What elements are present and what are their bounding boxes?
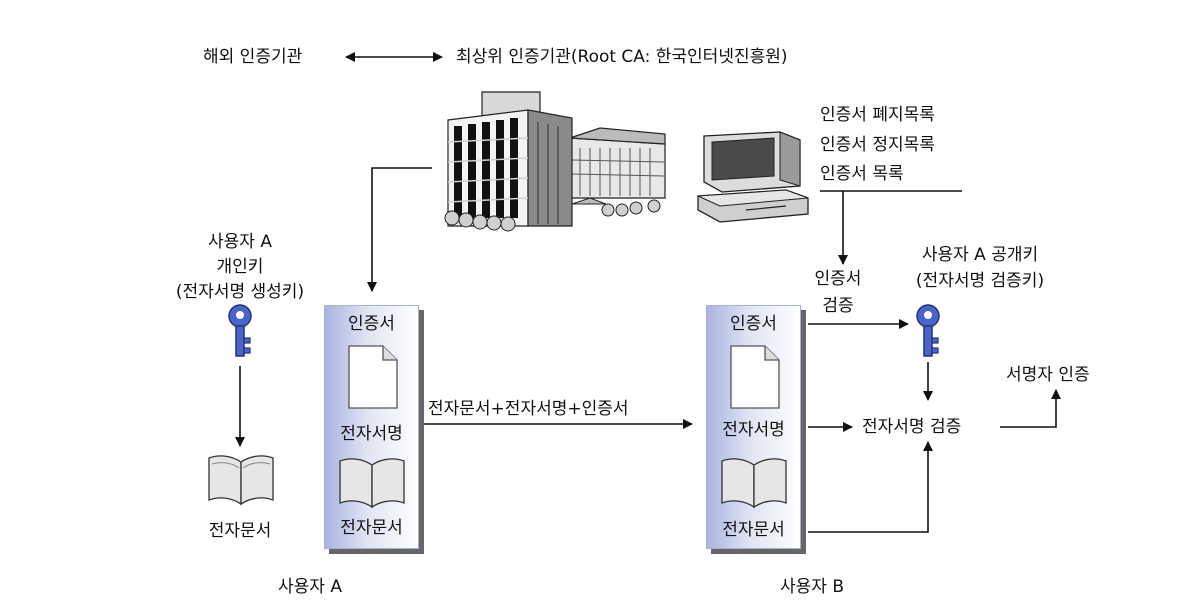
revocation-list-label: 인증서 폐지목록 (820, 105, 935, 125)
user-b-cert-label: 인증서 (730, 314, 777, 334)
user-a-cert-label: 인증서 (348, 314, 395, 334)
user-a-document-label: 전자문서 (208, 521, 272, 541)
issue-arrow (367, 167, 432, 292)
suspension-list-label: 인증서 정지목록 (820, 135, 935, 155)
transfer-label: 전자문서+전자서명+인증서 (428, 399, 629, 419)
user-a-bundle: 인증서 전자서명 전자문서 (324, 305, 419, 549)
book-icon (208, 455, 274, 506)
public-key-title: 사용자 A 공개키 (921, 245, 1039, 265)
book-icon (339, 458, 405, 509)
user-a-box-document-label: 전자문서 (340, 518, 403, 538)
book-icon (721, 458, 787, 509)
user-a-signature-label: 전자서명 (340, 424, 403, 444)
verify-cert-label: 인증서 (814, 269, 862, 289)
root-ca-label: 최상위 인증기관(Root CA: 한국인터넷진흥원) (456, 47, 788, 67)
verify-to-auth-arrow (1000, 389, 1061, 428)
computer-icon (697, 131, 809, 223)
foreign-ca-label: 해외 인증기관 (203, 47, 303, 67)
certificate-page-icon (348, 345, 398, 409)
user-b-bundle: 인증서 전자서명 전자문서 (706, 305, 801, 549)
user-b-caption: 사용자 B (780, 577, 844, 597)
public-key-icon (916, 304, 940, 357)
building-icon (444, 91, 666, 232)
signature-verify-label: 전자서명 검증 (862, 417, 962, 437)
doc-to-verify-arrow (808, 441, 933, 533)
user-b-box-document-label: 전자문서 (722, 520, 785, 540)
signer-auth-label: 서명자 인증 (1006, 365, 1090, 385)
user-a-key-type: 개인키 (216, 257, 264, 277)
user-a-caption: 사용자 A (278, 577, 342, 597)
user-a-key-title: 사용자 A (208, 232, 272, 252)
private-key-icon (228, 304, 252, 357)
cert-list-label: 인증서 목록 (820, 164, 904, 184)
certificate-page-icon (730, 345, 780, 409)
user-b-signature-label: 전자서명 (722, 420, 785, 440)
public-key-desc: (전자서명 검증키) (915, 271, 1045, 291)
user-a-key-desc: (전자서명 생성키) (175, 282, 305, 302)
verify-cert-action: 검증 (822, 296, 854, 316)
